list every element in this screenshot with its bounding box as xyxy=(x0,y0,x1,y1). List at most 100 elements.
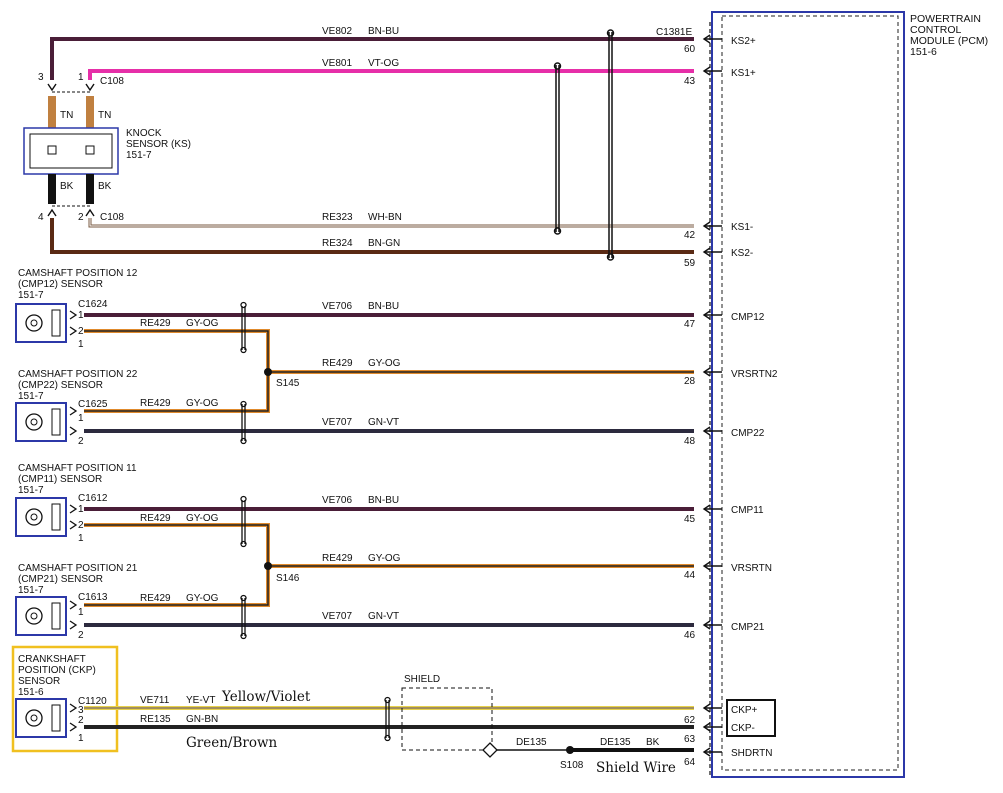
cmp21-pin-b: 2 xyxy=(78,630,84,641)
ckp-title-2: POSITION (CKP) xyxy=(18,665,96,676)
cmp12-sensor-icon xyxy=(15,303,67,343)
wire-ve801-color: VT-OG xyxy=(368,58,399,69)
cmp12-twist-markers xyxy=(240,301,247,445)
ks-wire-tn-right-label: TN xyxy=(98,110,111,121)
splice-s146-label: S146 xyxy=(276,573,300,584)
ckp-sensor-icon xyxy=(15,698,67,738)
ks-title-1: KNOCK xyxy=(126,128,162,139)
pin-number-42: 42 xyxy=(684,230,696,241)
ks-connector-top: C108 xyxy=(100,76,124,87)
cmp21-ve707-color: GN-VT xyxy=(368,611,399,622)
pcm-module: POWERTRAIN CONTROL MODULE (PCM) 151-6 C1… xyxy=(656,11,988,778)
splice-s108 xyxy=(566,746,574,754)
splice-s146 xyxy=(264,562,272,570)
cmp21-connector: C1613 xyxy=(78,592,108,603)
cmp21-title-2: (CMP21) SENSOR xyxy=(18,574,103,585)
wire-ve801-circuit: VE801 xyxy=(322,58,352,69)
ks-title-3: 151-7 xyxy=(126,150,152,161)
ks-wire-bk-right-label: BK xyxy=(98,181,112,192)
s145-re429-circuit: RE429 xyxy=(322,358,353,369)
ks-connector-bottom: C108 xyxy=(100,212,124,223)
ckp-title-3: SENSOR xyxy=(18,676,60,687)
shield-drain-icon xyxy=(482,742,498,758)
wire-re135-circuit: RE135 xyxy=(140,714,171,725)
pin-label-ks1p: KS1+ xyxy=(731,68,756,79)
cmp12-cmp22-group: CAMSHAFT POSITION 12 (CMP12) SENSOR 151-… xyxy=(15,268,694,447)
cmp11-ve706-color: BN-BU xyxy=(368,495,399,506)
wire-cmp11-re429-stripe xyxy=(84,524,694,567)
pcm-title-line-4: 151-6 xyxy=(910,46,937,58)
ks-element-left xyxy=(47,145,57,155)
cmp12-22-terminals xyxy=(69,310,78,436)
pin-label-ckpm: CKP- xyxy=(731,723,755,734)
ckp-terminals xyxy=(69,703,78,732)
wire-ve802-color: BN-BU xyxy=(368,26,399,37)
pin-number-44: 44 xyxy=(684,570,696,581)
cmp11-21-terminals xyxy=(69,504,78,630)
pin-label-vrsrtn: VRSRTN xyxy=(731,563,772,574)
pcm-title-line-3: MODULE (PCM) xyxy=(910,35,988,47)
ks-wire-bk-left-label: BK xyxy=(60,181,74,192)
cmp21-ve707-circuit: VE707 xyxy=(322,611,352,622)
wire-ve801 xyxy=(88,69,694,80)
cmp11-ve706-circuit: VE706 xyxy=(322,495,352,506)
annotation-yellow-violet: Yellow/Violet xyxy=(221,689,311,705)
ks-element-right xyxy=(85,145,95,155)
cmp11-re429-circuit: RE429 xyxy=(140,513,171,524)
pin-label-shdrtn: SHDRTN xyxy=(731,748,772,759)
ckp-highlight-box xyxy=(11,645,119,753)
pin-number-45: 45 xyxy=(684,514,696,525)
ckp-group: CRANKSHAFT POSITION (CKP) SENSOR 151-6 C… xyxy=(11,645,694,776)
cmp11-cmp21-group: CAMSHAFT POSITION 11 (CMP11) SENSOR 151-… xyxy=(15,463,694,641)
wire-cmp12-re429-stripe xyxy=(84,330,694,373)
pin-number-60: 60 xyxy=(684,44,696,55)
cmp22-re429-circuit: RE429 xyxy=(140,398,171,409)
cmp22-ve707-circuit: VE707 xyxy=(322,417,352,428)
ks-wire-bk-left xyxy=(48,174,56,204)
cmp12-pin-c: 1 xyxy=(78,339,84,350)
cmp22-pin-a: 1 xyxy=(78,413,84,424)
cmp21-title-1: CAMSHAFT POSITION 21 xyxy=(18,563,138,574)
ks-pin-2: 2 xyxy=(78,212,84,223)
ckp-connector: C1120 xyxy=(78,696,107,707)
ks-sensor-body xyxy=(29,133,113,169)
cmp11-re429-color: GY-OG xyxy=(186,513,219,524)
pin-label-ks1m: KS1- xyxy=(731,222,753,233)
ks-wire-tn-left-label: TN xyxy=(60,110,73,121)
pin-label-vrsrtn2: VRSRTN2 xyxy=(731,369,778,380)
ckp-twist-markers xyxy=(384,696,391,742)
ks-title-2: SENSOR (KS) xyxy=(126,139,191,150)
pin-label-ks2m: KS2- xyxy=(731,248,753,259)
cmp12-pin-a: 1 xyxy=(78,310,84,321)
ks-pin-1: 1 xyxy=(78,72,84,83)
pin-label-cmp21: CMP21 xyxy=(731,622,765,633)
cmp21-pin-a: 1 xyxy=(78,607,84,618)
ks-sensor-outline xyxy=(23,127,119,175)
cmp21-title-3: 151-7 xyxy=(18,585,44,596)
wire-re323-stripe xyxy=(89,218,694,227)
cmp12-connector: C1624 xyxy=(78,299,108,310)
pin-number-62: 62 xyxy=(684,715,696,726)
wire-re323-circuit: RE323 xyxy=(322,212,353,223)
wire-re324-circuit: RE324 xyxy=(322,238,353,249)
ckp-title-1: CRANKSHAFT xyxy=(18,654,86,665)
pin-number-28: 28 xyxy=(684,376,696,387)
wire-re324 xyxy=(50,218,694,254)
cmp22-ve707-color: GN-VT xyxy=(368,417,399,428)
cmp11-sensor-icon xyxy=(15,497,67,537)
pin-number-48: 48 xyxy=(684,436,696,447)
cmp21-sensor-icon xyxy=(15,596,67,636)
pin-number-43: 43 xyxy=(684,76,696,87)
wire-de135-circuit-a: DE135 xyxy=(516,737,547,748)
cmp22-title-3: 151-7 xyxy=(18,391,44,402)
wire-re324-color: BN-GN xyxy=(368,238,400,249)
annotation-shield-wire: Shield Wire xyxy=(596,760,676,776)
cmp22-title-2: (CMP22) SENSOR xyxy=(18,380,103,391)
splice-s145 xyxy=(264,368,272,376)
pcm-title-line-2: CONTROL xyxy=(910,24,961,36)
wire-de135-circuit-b: DE135 xyxy=(600,737,631,748)
wire-cmp22-re429-stripe xyxy=(84,372,269,412)
pin-label-cmp12: CMP12 xyxy=(731,312,765,323)
cmp22-sensor-icon xyxy=(15,402,67,442)
